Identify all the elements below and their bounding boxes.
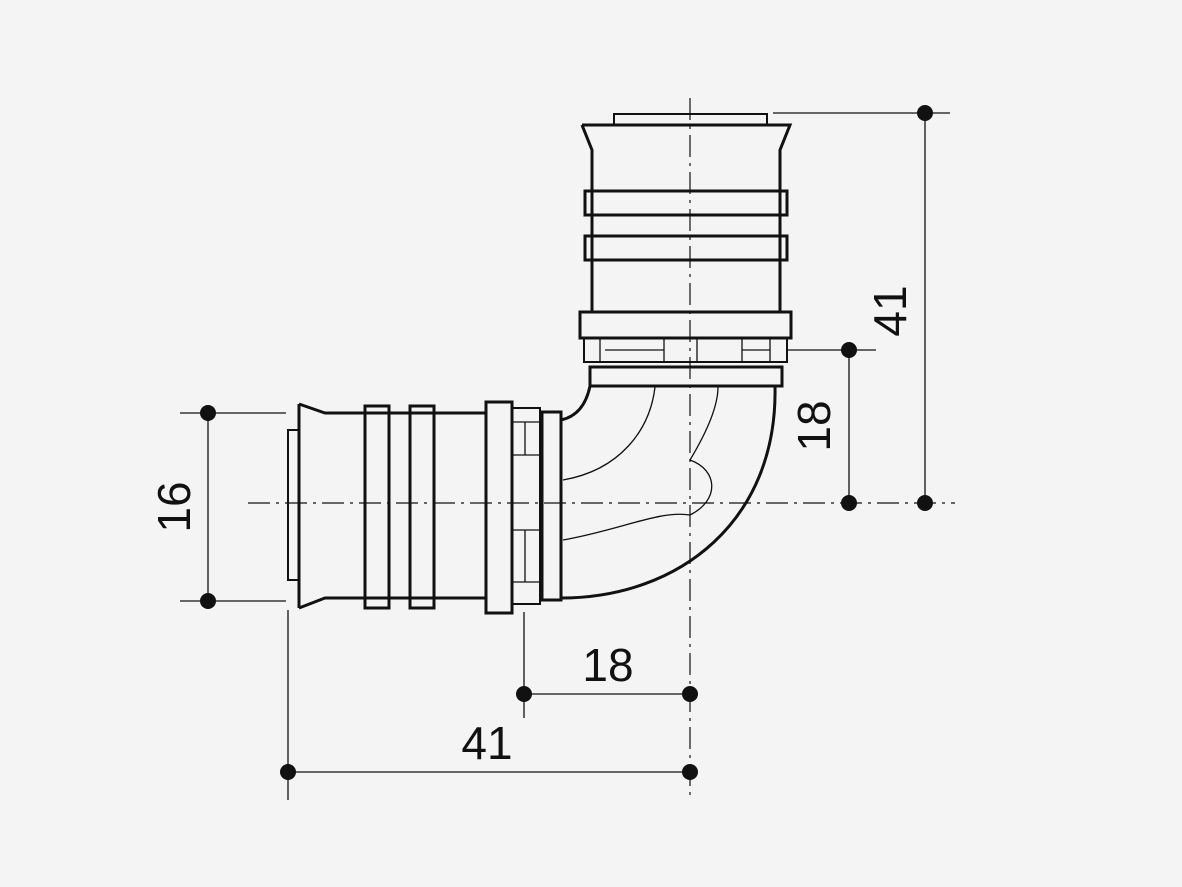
dim-label-vertical-long: 41	[864, 285, 916, 336]
vertical-branch	[578, 113, 793, 388]
dim-label-horizontal-long: 41	[461, 717, 512, 769]
horizontal-branch	[287, 400, 563, 615]
dim-label-horizontal-short: 18	[582, 639, 633, 691]
elbow-body	[560, 385, 777, 600]
dim-label-left-height: 16	[148, 481, 200, 532]
dimension-lines	[180, 105, 950, 800]
dim-label-vertical-short: 18	[788, 400, 840, 451]
